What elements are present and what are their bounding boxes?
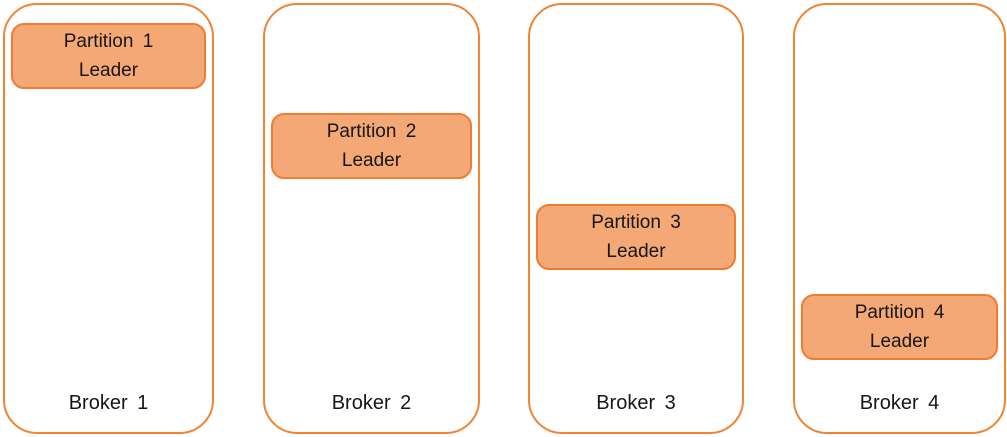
partition-title: Partition 1	[63, 31, 154, 52]
partition-3-leader-box: Partition 3 Leader	[536, 204, 736, 270]
partition-title: Partition 4	[854, 302, 945, 323]
broker-4-container: Partition 4 Leader Broker 4	[793, 3, 1006, 434]
broker-1-container: Partition 1 Leader Broker 1	[3, 3, 214, 434]
partition-role: Leader	[869, 331, 930, 352]
partition-4-leader-box: Partition 4 Leader	[801, 294, 998, 360]
partition-role: Leader	[606, 241, 666, 262]
broker-2-container: Partition 2 Leader Broker 2	[263, 3, 480, 434]
partition-title: Partition 3	[591, 212, 681, 233]
partition-role: Leader	[341, 150, 402, 171]
broker-1-label: Broker 1	[68, 392, 149, 414]
broker-3-container: Partition 3 Leader Broker 3	[528, 3, 744, 434]
partition-1-leader-box: Partition 1 Leader	[11, 23, 206, 89]
broker-3-label: Broker 3	[596, 392, 676, 414]
partition-2-leader-box: Partition 2 Leader	[271, 113, 472, 179]
broker-4-label: Broker 4	[859, 392, 940, 414]
partition-role: Leader	[78, 60, 139, 81]
partition-title: Partition 2	[326, 121, 417, 142]
broker-2-label: Broker 2	[331, 392, 412, 414]
